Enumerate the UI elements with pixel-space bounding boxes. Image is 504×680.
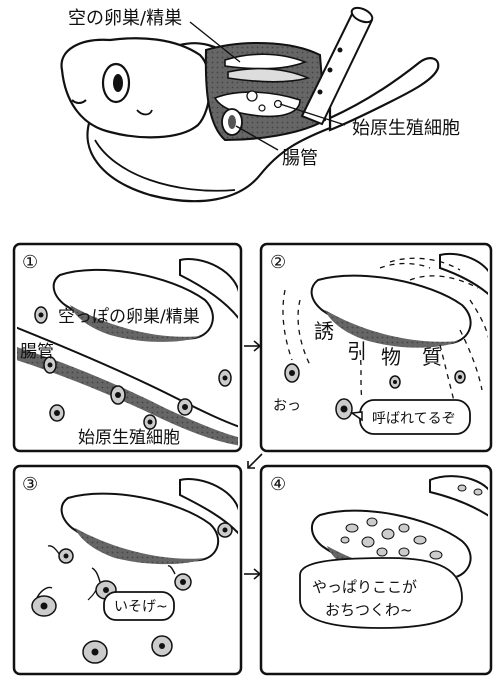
top-empty-gonad-label: 空の卵巣/精巣	[68, 8, 182, 29]
gonad-shadow	[325, 310, 458, 348]
adjacent-tissue	[179, 478, 238, 535]
gonad-ridge	[224, 53, 308, 70]
gut-opening-inner	[228, 115, 236, 129]
panel-1: ① 空っぽの卵巣/精巣 腸管 始原生殖細胞	[12, 242, 243, 453]
belly-line	[94, 139, 236, 192]
arrow-2-to-3	[247, 453, 263, 469]
adjacent-tissue	[429, 475, 488, 517]
top-pgc-label: 始原生殖細胞	[352, 117, 460, 139]
pgc-cells	[284, 363, 466, 420]
panel-1-gut-label: 腸管	[20, 342, 54, 362]
attractant-char: 物	[381, 345, 401, 369]
pgc-cells	[34, 306, 232, 430]
attractant-char: 誘	[314, 319, 334, 343]
migrating-pgc-cells	[31, 522, 233, 664]
pgc-cell	[258, 104, 266, 112]
gonad-ridge-2	[227, 67, 311, 83]
attractant-char: 引	[347, 339, 367, 363]
panel-2: ② 誘 引 物 質 おっ 呼ばれてるぞ	[259, 242, 493, 453]
panel-2-bubble-text: 呼ばれてるぞ	[372, 411, 456, 427]
embryo-illustration	[60, 6, 440, 203]
panel-4: ④ やっぱりここが おちつくわ~	[259, 464, 493, 676]
settled-pgc-cells	[340, 517, 443, 560]
attractant-char: 質	[422, 345, 442, 369]
panel-number: ③	[22, 474, 38, 495]
panel-2-exclaim: おっ	[273, 398, 301, 414]
pipette-dot	[317, 89, 323, 95]
adjacent-tissue	[179, 258, 238, 320]
panel-number: ②	[270, 252, 286, 273]
leader-gut	[235, 125, 279, 151]
panel-1-gonad-label: 空っぽの卵巣/精巣	[58, 307, 200, 327]
tail	[328, 57, 440, 132]
gill	[136, 109, 153, 116]
panel-number: ④	[270, 474, 286, 495]
panel-3-bubble-text: いそげ~	[114, 599, 168, 615]
arrow-3-to-4	[244, 568, 262, 580]
panel-1-pgc-label: 始原生殖細胞	[78, 428, 180, 448]
top-gut-label: 腸管	[282, 148, 318, 169]
pipette-dot	[337, 47, 343, 53]
adjacent-tissue	[439, 253, 488, 295]
arrow-1-to-2	[244, 340, 262, 352]
speech-bubble	[299, 557, 463, 629]
head	[60, 37, 211, 139]
pipette-dot	[327, 67, 333, 73]
pupil	[113, 74, 123, 92]
attractant-waves	[282, 257, 488, 406]
gonad-shadow	[75, 528, 205, 565]
pgc-cell	[246, 90, 258, 102]
speech-bubble	[103, 591, 175, 621]
gut-band-shade	[17, 347, 238, 446]
panel-4-bubble-line2: おちつくわ~	[325, 601, 413, 619]
leader-gonad	[189, 21, 241, 63]
leader-pgc	[279, 103, 346, 126]
pipette-end	[350, 6, 374, 24]
mouth	[71, 99, 87, 104]
panel-3: ③ いそげ~	[12, 464, 243, 676]
panel-number: ①	[22, 252, 38, 273]
gonad-shadow	[70, 305, 200, 342]
panel-4-bubble-line1: やっぱりここが	[312, 578, 417, 596]
speech-bubble-tail	[349, 411, 363, 422]
